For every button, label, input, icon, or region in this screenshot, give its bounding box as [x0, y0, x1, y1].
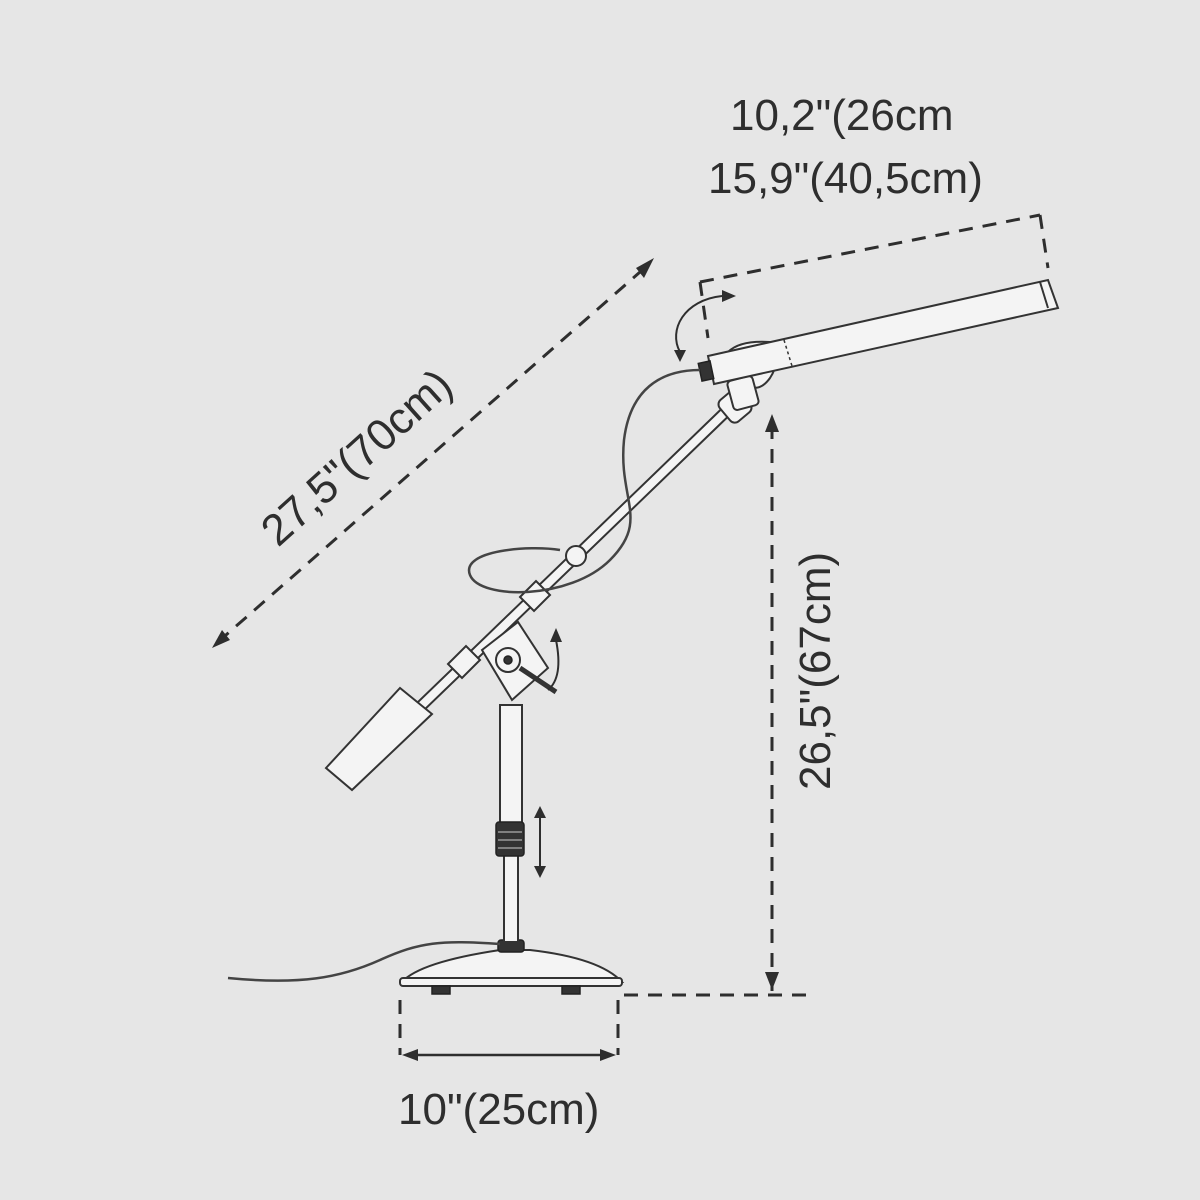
boom-arm: [324, 388, 753, 792]
base-dimension-line: [398, 1000, 620, 1061]
base-width-label: 10"(25cm): [398, 1085, 599, 1134]
boom-collar-3: [565, 545, 587, 567]
rotate-arrow-top: [674, 290, 736, 362]
stand-base: [399, 939, 625, 995]
height-dimension-line: [624, 414, 812, 997]
microphone: [697, 278, 1060, 411]
mic-dimension-lines: [698, 213, 1050, 339]
height-label: 26,5"(67cm): [791, 552, 840, 790]
height-adjust-arrow: [534, 806, 546, 878]
rotate-arrow-clutch: [547, 628, 562, 691]
base-cable: [227, 941, 501, 982]
mic-cable: [467, 368, 701, 594]
mic-length-label: 10,2"(26cm: [730, 91, 954, 140]
boom-collar-1: [446, 644, 482, 680]
boom-length-label: 27,5"(70cm): [252, 360, 462, 556]
boom-dimension-line: [212, 258, 654, 648]
boom-collar-2: [518, 579, 552, 613]
mic-total-length-label: 15,9"(40,5cm): [708, 154, 983, 203]
vertical-pole: [495, 704, 525, 943]
